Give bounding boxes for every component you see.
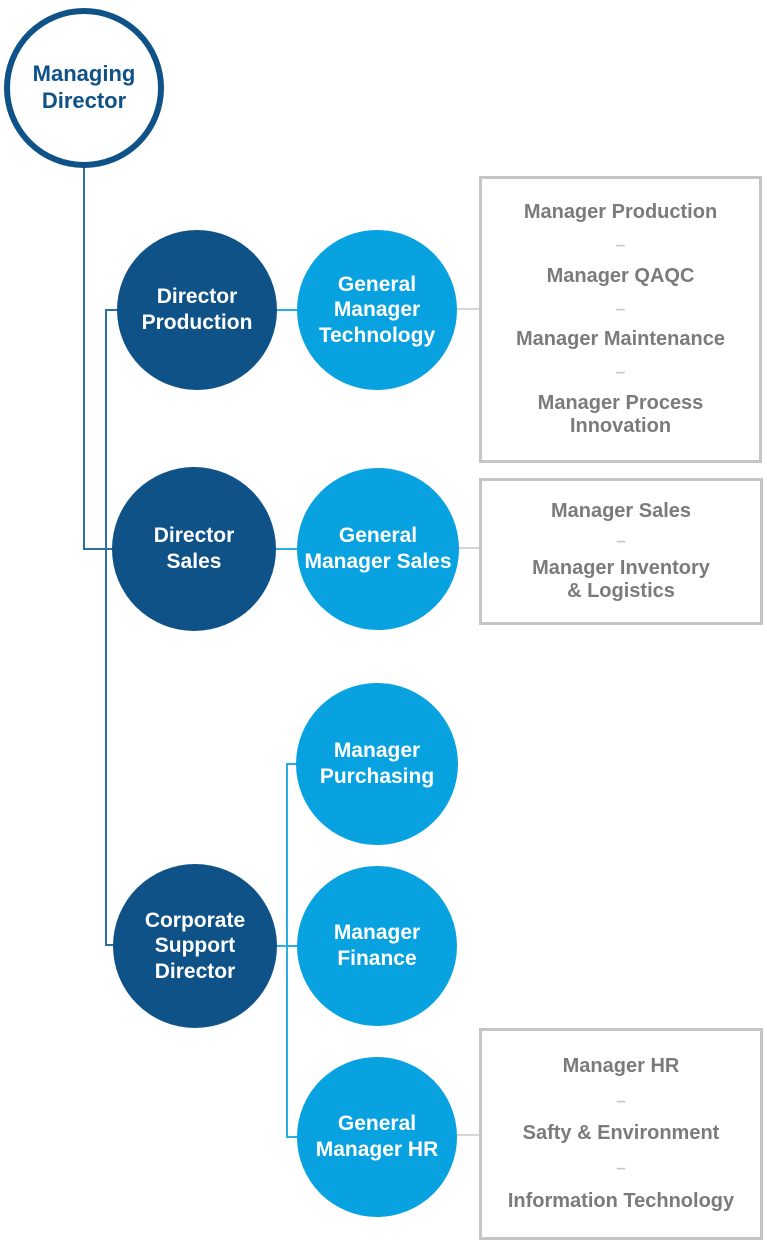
node-managing-director: Managing Director [4,8,164,168]
connector-sales-to-gm-sales [274,548,299,550]
list-item: Manager QAQC [546,264,695,287]
node-director-production: Director Production [117,230,277,390]
list-separator: – [616,1158,626,1178]
connector-gm-hr-to-box [456,1134,480,1136]
list-item: Manager Inventory & Logistics [532,557,710,603]
node-label: Manager Purchasing [319,739,435,788]
connector-purchasing-elbow [286,763,299,765]
connector-director-production-elbow [105,309,121,311]
node-general-manager-hr: General Manager HR [297,1057,457,1217]
list-item: Manager Process Innovation [537,392,704,438]
node-label: General Manager Technology [318,272,436,347]
node-label: Corporate Support Director [144,908,246,983]
node-label: Director Sales [153,524,235,573]
node-general-manager-technology: General Manager Technology [297,230,457,390]
list-item: Manager Production [523,200,718,223]
connector-corporate-branch-vertical [286,764,288,1137]
node-director-sales: Director Sales [112,467,276,631]
connector-gm-sales-to-box [457,547,480,549]
node-manager-purchasing: Manager Purchasing [296,683,458,845]
connector-director-sales-elbow [83,548,117,550]
list-item: Information Technology [507,1190,735,1213]
list-item: Manager HR [562,1054,680,1077]
node-label: General Manager HR [315,1112,439,1161]
connector-gm-hr-elbow [286,1136,299,1138]
list-item: Manager Sales [550,499,692,522]
list-separator: – [615,234,626,254]
list-separator: – [615,362,626,382]
connector-trunk-vertical [83,167,85,550]
connector-corporate-to-finance [275,945,299,947]
list-item: Manager Maintenance [516,328,725,351]
list-separator: – [615,298,626,318]
list-separator: – [616,1090,626,1110]
listbox-sales-managers: Manager Sales – Manager Inventory & Logi… [479,478,763,625]
connector-production-to-technology [275,309,299,311]
node-label: General Manager Sales [304,524,452,573]
list-separator: – [616,530,626,550]
node-label: Director Production [141,285,253,334]
node-corporate-support-director: Corporate Support Director [113,864,277,1028]
listbox-production-managers: Manager Production – Manager QAQC – Mana… [479,176,762,463]
node-label: Manager Finance [333,921,421,970]
connector-technology-to-box [456,308,480,310]
list-item: Safty & Environment [522,1122,720,1145]
node-label: Managing Director [32,61,136,113]
node-manager-finance: Manager Finance [297,866,457,1026]
node-general-manager-sales: General Manager Sales [297,468,459,630]
listbox-hr-managers: Manager HR – Safty & Environment – Infor… [479,1028,763,1240]
connector-branch-vertical [105,309,107,946]
